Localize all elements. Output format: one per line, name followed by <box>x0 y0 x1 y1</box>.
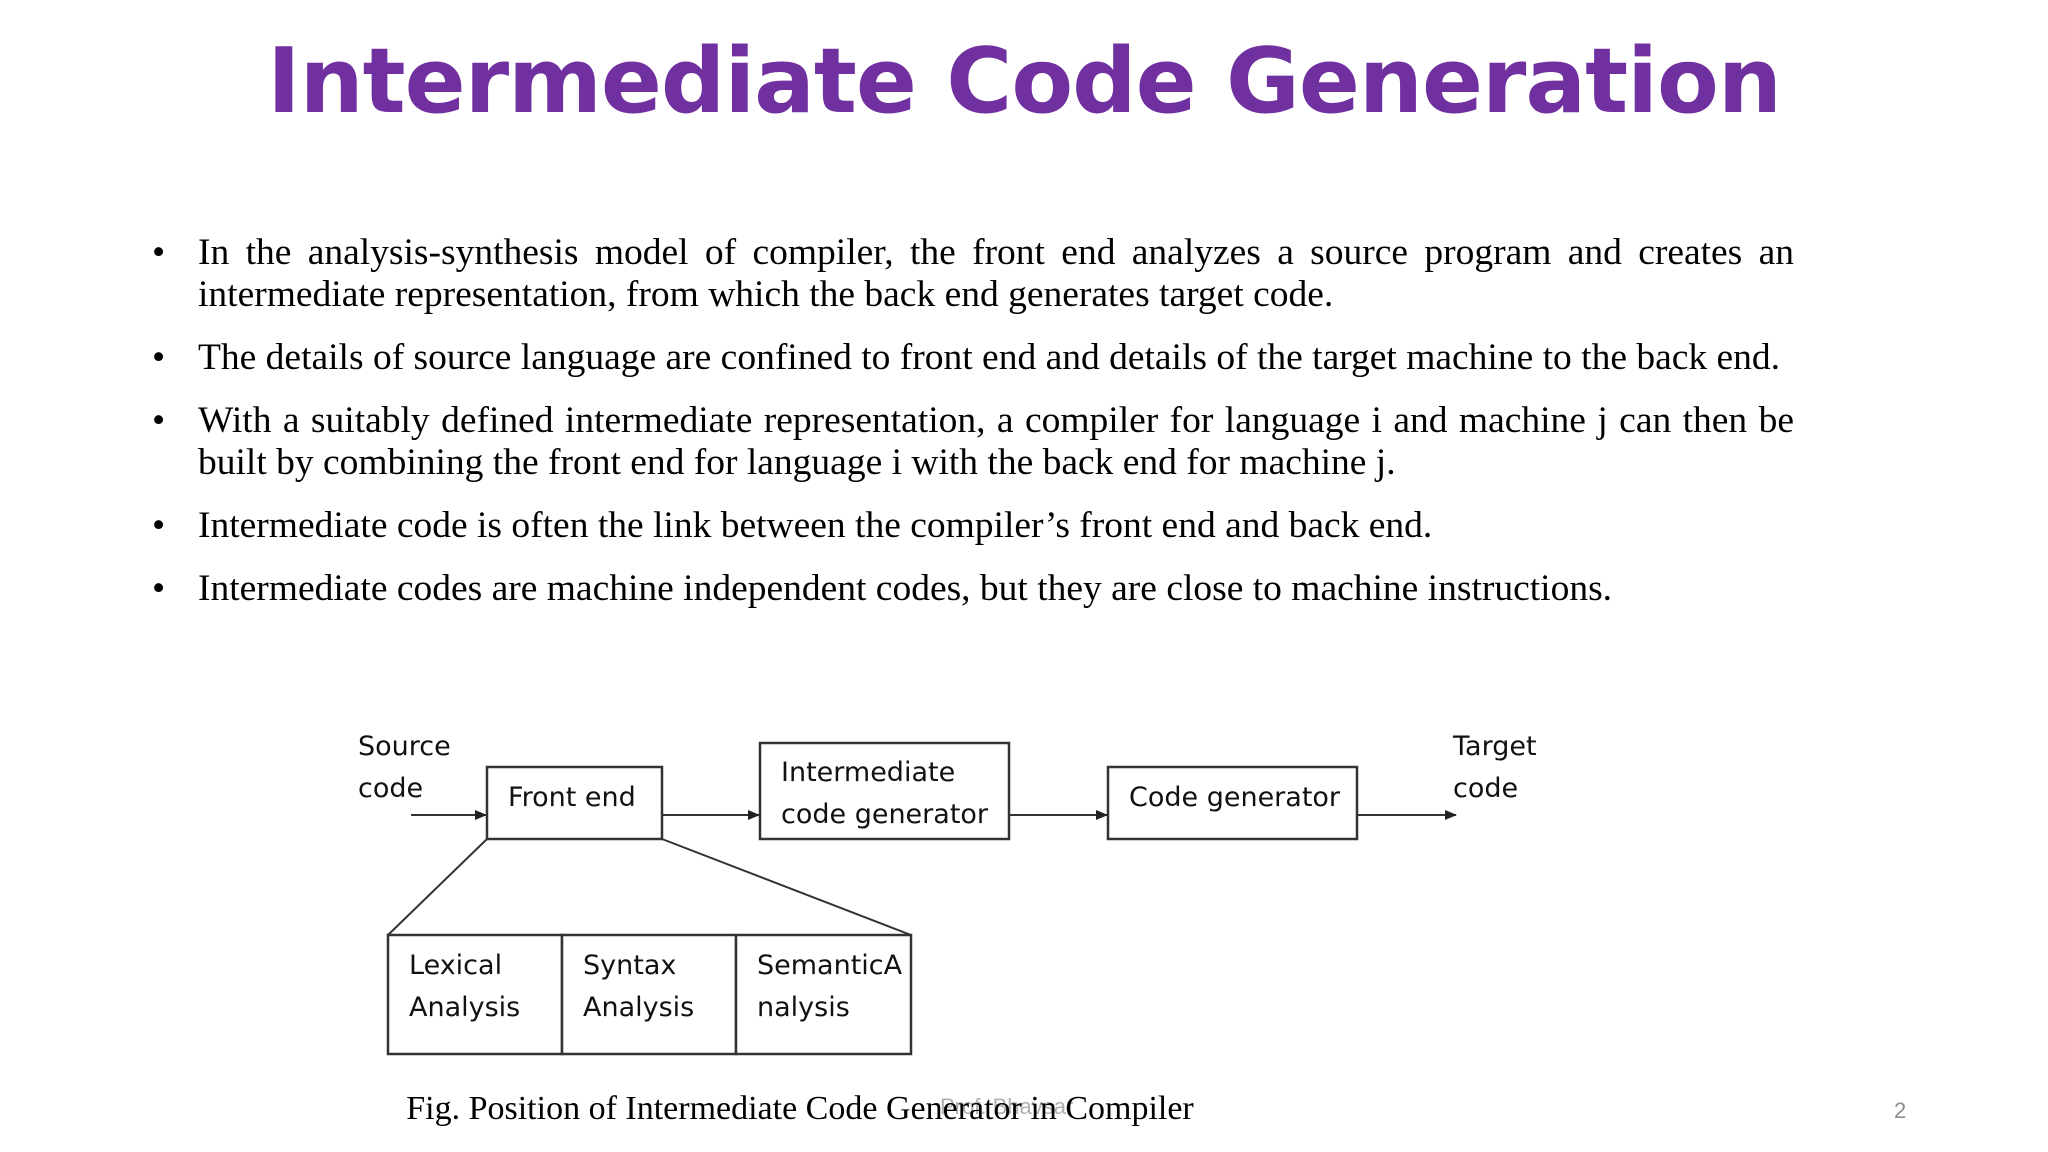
bullet-icon: • <box>152 568 166 609</box>
bullet-text: The details of source language are confi… <box>198 337 1781 378</box>
lexical-label-line1: Lexical <box>409 950 502 981</box>
bullet-item: • Intermediate code is often the link be… <box>152 505 1794 547</box>
syntax-analysis-box <box>560 933 738 1056</box>
bullet-icon: • <box>152 505 166 546</box>
front-end-label: Front end <box>508 782 636 813</box>
bullet-item: • In the analysis-synthesis model of com… <box>152 232 1794 316</box>
lexical-label-line2: Analysis <box>409 992 520 1023</box>
target-code-label-line2: code <box>1453 773 1518 804</box>
expansion-line-right <box>661 838 912 936</box>
bullet-icon: • <box>152 337 166 378</box>
semantic-label-line1: SemanticA <box>757 950 903 981</box>
bullet-icon: • <box>152 232 166 273</box>
slide-title: Intermediate Code Generation <box>267 29 1782 134</box>
intermediate-label-line2: code generator <box>781 799 989 830</box>
bullet-text: In the analysis-synthesis model of compi… <box>198 232 1794 315</box>
semantic-label-line2: nalysis <box>757 992 850 1023</box>
syntax-label-line2: Analysis <box>583 992 694 1023</box>
bullet-icon: • <box>152 400 166 441</box>
intermediate-label-line1: Intermediate <box>781 757 955 788</box>
front-end-box <box>485 765 664 841</box>
target-code-label-line1: Target <box>1452 731 1537 762</box>
bullet-text: With a suitably defined intermediate rep… <box>198 400 1794 483</box>
semantic-analysis-box <box>734 933 913 1056</box>
source-code-label-line2: code <box>358 773 423 804</box>
bullet-text: Intermediate codes are machine independe… <box>198 568 1613 609</box>
intermediate-code-generator-box <box>758 741 1011 841</box>
bullet-list: • In the analysis-synthesis model of com… <box>152 232 1794 631</box>
lexical-analysis-box <box>386 933 564 1056</box>
source-code-label-line1: Source <box>358 731 451 762</box>
footer-author: Prof. Bhavsar <box>940 1094 1074 1119</box>
figure-caption: Fig. Position of Intermediate Code Gener… <box>406 1090 1194 1127</box>
bullet-item: • The details of source language are con… <box>152 337 1794 379</box>
bullet-text: Intermediate code is often the link betw… <box>198 505 1433 546</box>
bullet-item: • Intermediate codes are machine indepen… <box>152 568 1794 610</box>
code-generator-box <box>1106 765 1359 841</box>
page-number: 2 <box>1894 1098 1907 1123</box>
bullet-item: • With a suitably defined intermediate r… <box>152 400 1794 484</box>
code-generator-label: Code generator <box>1129 782 1341 813</box>
expansion-line-left <box>387 838 488 936</box>
syntax-label-line1: Syntax <box>583 950 676 981</box>
